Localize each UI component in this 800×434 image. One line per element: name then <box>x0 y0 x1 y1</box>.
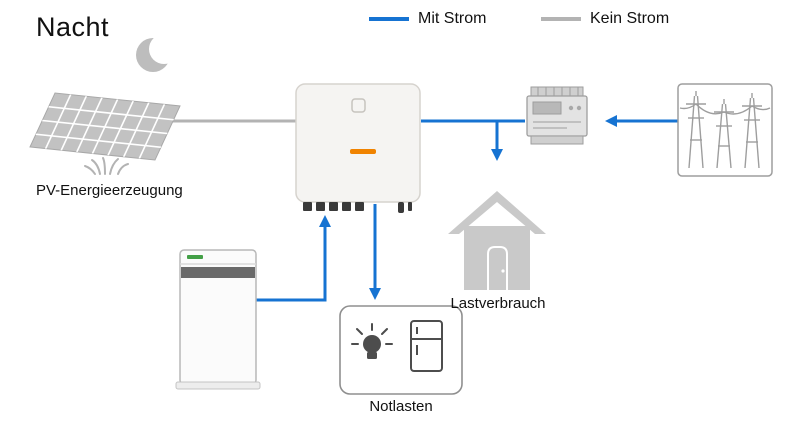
legend-item-no-power: Kein Strom <box>540 10 669 28</box>
solar-panel-icon <box>29 92 181 175</box>
moon-icon <box>136 34 179 72</box>
energy-meter-icon <box>526 86 588 145</box>
pv-label: PV-Energieerzeugung <box>36 182 183 199</box>
no-power-line-icon <box>541 17 581 21</box>
grass-icon <box>84 157 129 175</box>
legend-label-with-power: Mit Strom <box>418 10 487 27</box>
legend-label-no-power: Kein Strom <box>590 10 670 27</box>
load-label: Lastverbrauch <box>450 295 546 312</box>
legend-item-with-power: Mit Strom <box>368 10 486 28</box>
battery-icon <box>175 249 261 390</box>
page-title: Nacht <box>36 12 110 42</box>
inverter-icon <box>295 83 421 213</box>
connections <box>172 115 678 302</box>
power-grid-icon <box>677 83 773 177</box>
with-power-line-icon <box>369 17 409 21</box>
backup-loads-label: Notlasten <box>369 398 433 415</box>
backup-loads-box <box>339 305 463 395</box>
house-icon <box>448 191 546 290</box>
inverter-connectors <box>303 202 412 213</box>
fridge-icon <box>410 320 443 372</box>
house-door-icon <box>487 246 508 290</box>
connection-battery-to-inverter <box>256 215 331 302</box>
lightbulb-icon <box>351 323 393 359</box>
